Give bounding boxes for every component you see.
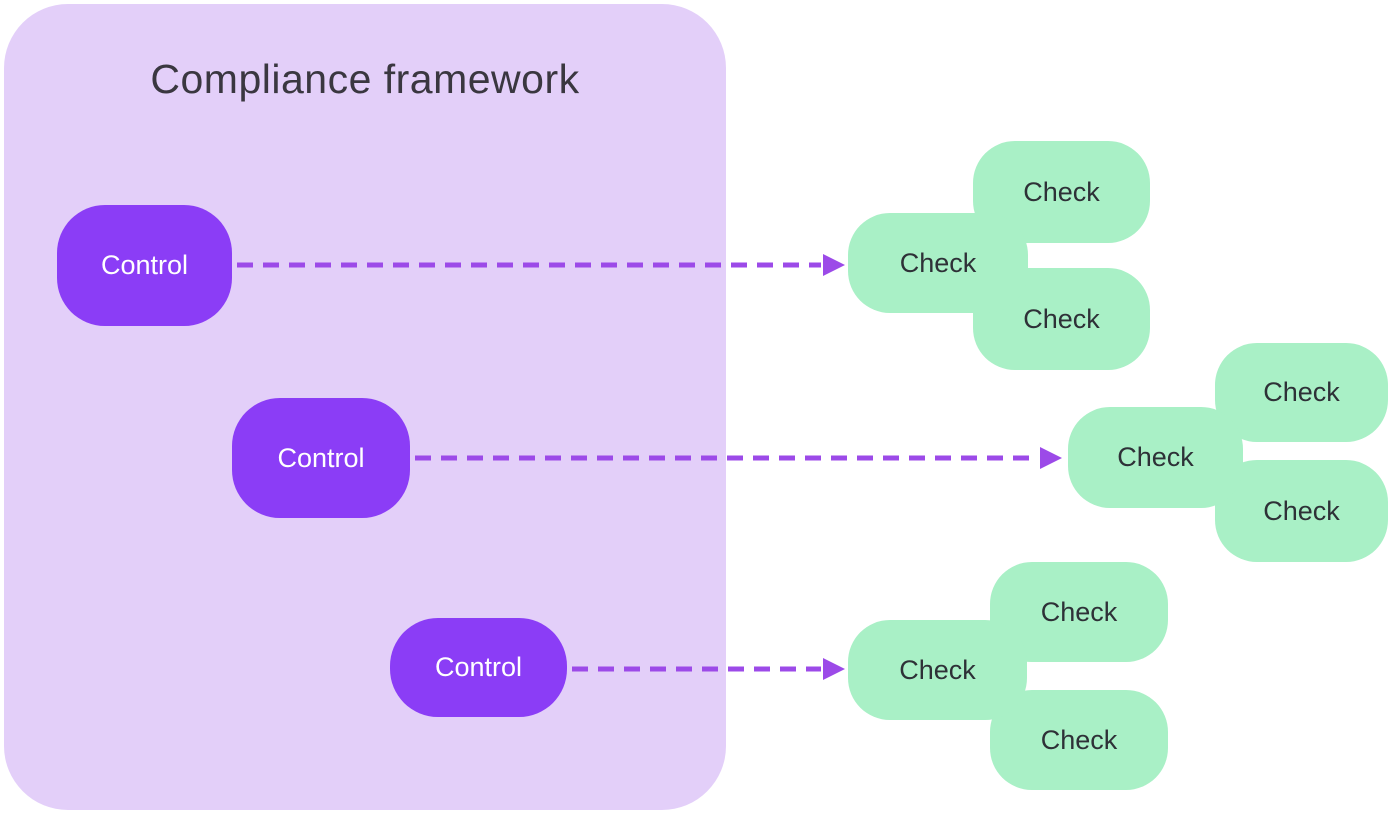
check-node-3-bottom[interactable]: Check [990,690,1168,790]
check-node-2-bottom[interactable]: Check [1215,460,1388,562]
arrowhead-icon [1040,447,1062,469]
connector-arrow-1 [237,254,845,276]
control-node-2[interactable]: Control [232,398,410,518]
control-node-3[interactable]: Control [390,618,567,717]
connector-arrow-2 [415,447,1062,469]
control-node-1[interactable]: Control [57,205,232,326]
check-node-2-top[interactable]: Check [1215,343,1388,442]
arrowhead-icon [823,658,845,680]
check-node-2-main[interactable]: Check [1068,407,1243,508]
connector-arrow-3 [572,658,845,680]
group-title: Compliance framework [150,56,580,102]
check-node-1-main[interactable]: Check [848,213,1028,313]
check-node-3-main[interactable]: Check [848,620,1027,720]
arrowhead-icon [823,254,845,276]
